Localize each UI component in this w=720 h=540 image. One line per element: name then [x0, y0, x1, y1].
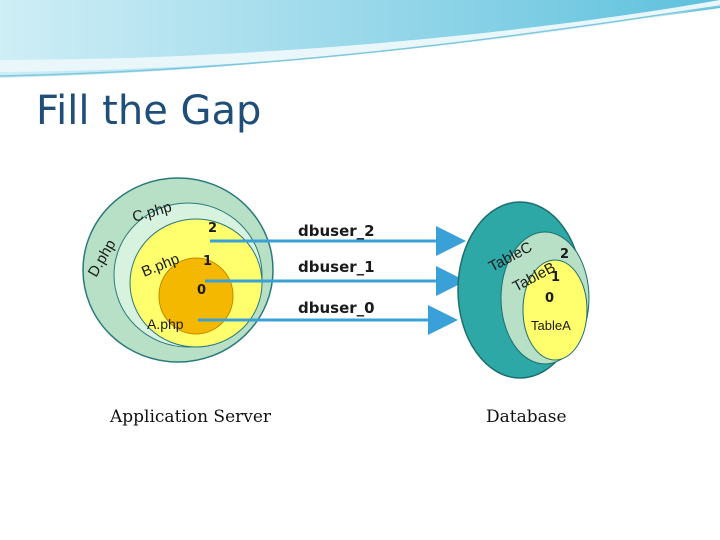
ring-label-a: A.php: [147, 316, 184, 332]
level-a: 0: [197, 283, 206, 298]
database-caption: Database: [486, 407, 567, 427]
connection-arrows: [198, 226, 466, 335]
dbuser-0-label: dbuser_0: [298, 299, 375, 317]
dbuser-1-label: dbuser_1: [298, 258, 375, 276]
db-level-b: 1: [551, 270, 560, 285]
dbuser-2-label: dbuser_2: [298, 222, 375, 240]
db-level-c: 2: [560, 247, 569, 262]
db-level-a: 0: [545, 291, 554, 306]
slide-title: Fill the Gap: [36, 88, 262, 134]
header-banner: [0, 0, 720, 78]
level-b: 1: [203, 254, 212, 269]
level-c: 2: [208, 221, 217, 236]
ring-a: [158, 257, 234, 335]
database-rings: [457, 201, 590, 379]
db-label-a: TableA: [531, 318, 571, 333]
db-ring-a: [522, 259, 588, 361]
app-server-caption: Application Server: [109, 407, 272, 427]
app-server-rings: [82, 177, 274, 363]
